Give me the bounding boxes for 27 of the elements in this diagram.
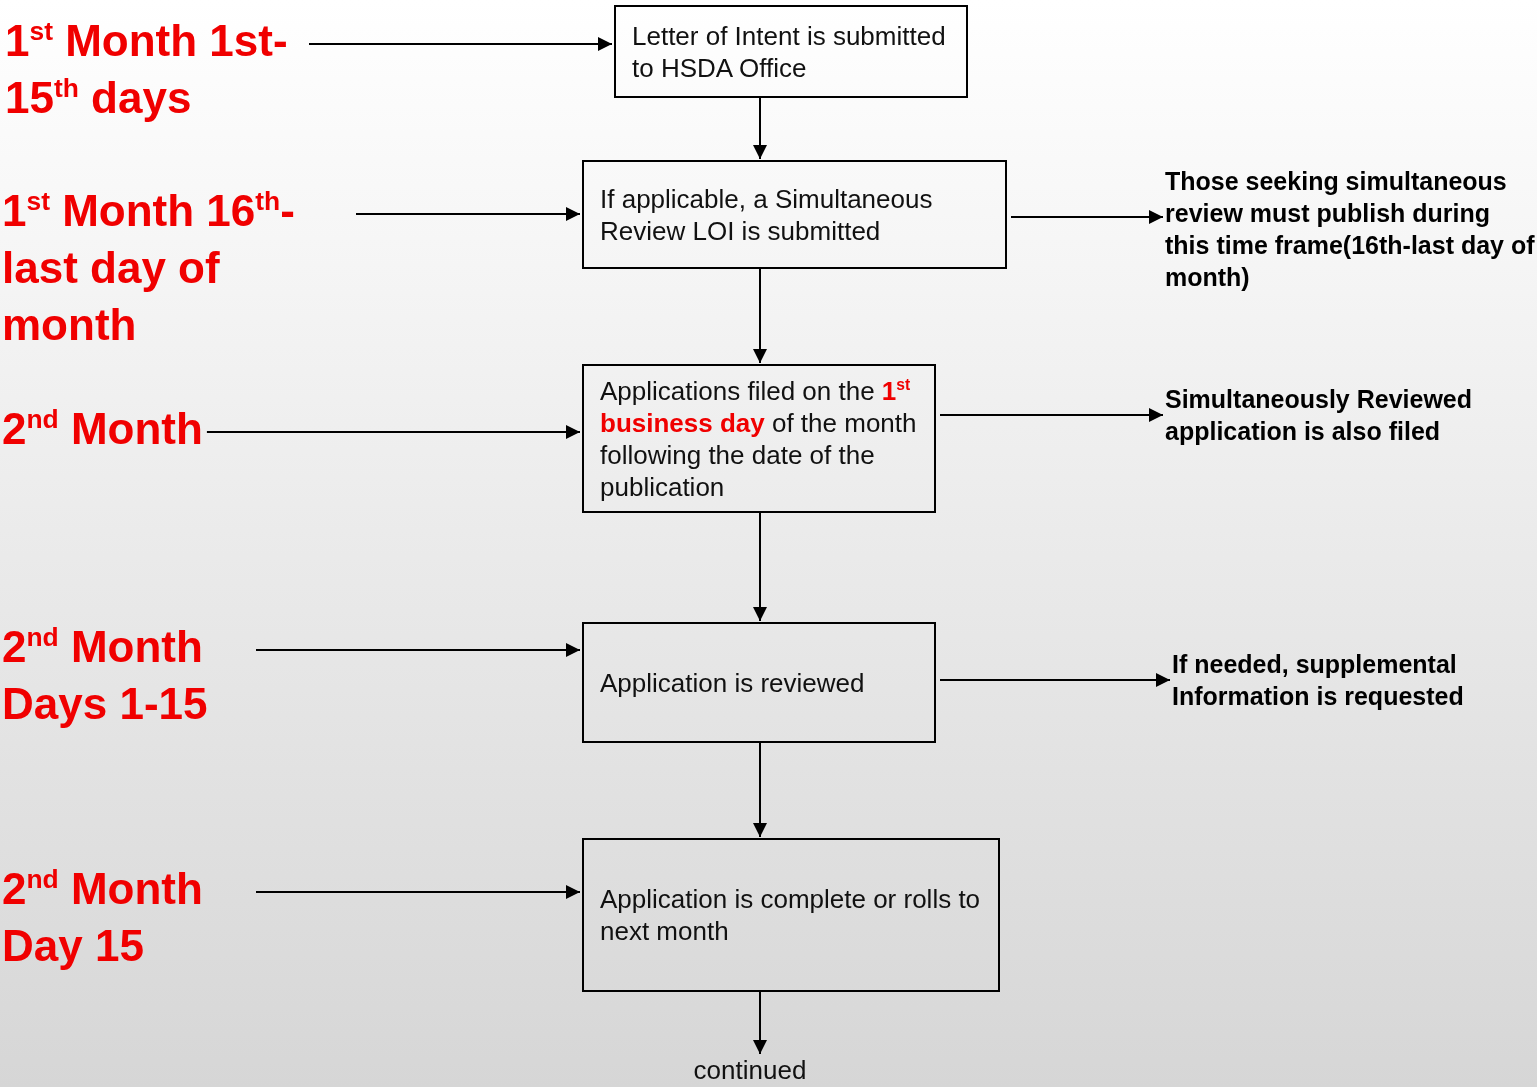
- timeline-label: 1$^{st}$ Month 1st-15$^{th}$ days: [5, 12, 305, 126]
- note-text: Simultaneously Reviewed application is also filed: [1165, 383, 1495, 447]
- arrow: [355, 207, 581, 221]
- continuation-text: continued: [660, 1055, 840, 1086]
- arrow: [753, 97, 767, 160]
- timeline-label: 2$^{nd}$ Month: [2, 400, 203, 457]
- arrow: [753, 991, 767, 1055]
- note-text: Those seeking simultaneous review must publish during this time frame(16th-last day of month): [1165, 165, 1537, 293]
- arrow: [255, 885, 581, 899]
- timeline-label: 2$^{nd}$ Month Days 1-15: [2, 618, 252, 732]
- timeline-label: 2$^{nd}$ Month Day 15: [2, 860, 252, 974]
- arrow: [205, 425, 581, 439]
- arrow: [753, 268, 767, 364]
- timeline-label: 1$^{st}$ Month 16$^{th}$-last day of month: [2, 182, 352, 353]
- arrow: [308, 37, 613, 51]
- arrow: [939, 673, 1171, 687]
- process-box: If applicable, a Simultaneous Review LOI is submitted: [582, 160, 1007, 269]
- arrow: [1010, 210, 1164, 224]
- process-box: Application is complete or rolls to next month: [582, 838, 1000, 992]
- process-box: Letter of Intent is submitted to HSDA Office: [614, 5, 968, 98]
- arrow: [753, 742, 767, 838]
- arrow: [939, 408, 1164, 422]
- arrow: [753, 512, 767, 622]
- process-box: Applications filed on the 1$^{st}$ business day of the month following the date of the publication: [582, 364, 936, 513]
- arrow: [255, 643, 581, 657]
- note-text: If needed, supplemental Information is requested: [1172, 648, 1522, 712]
- process-box: Application is reviewed: [582, 622, 936, 743]
